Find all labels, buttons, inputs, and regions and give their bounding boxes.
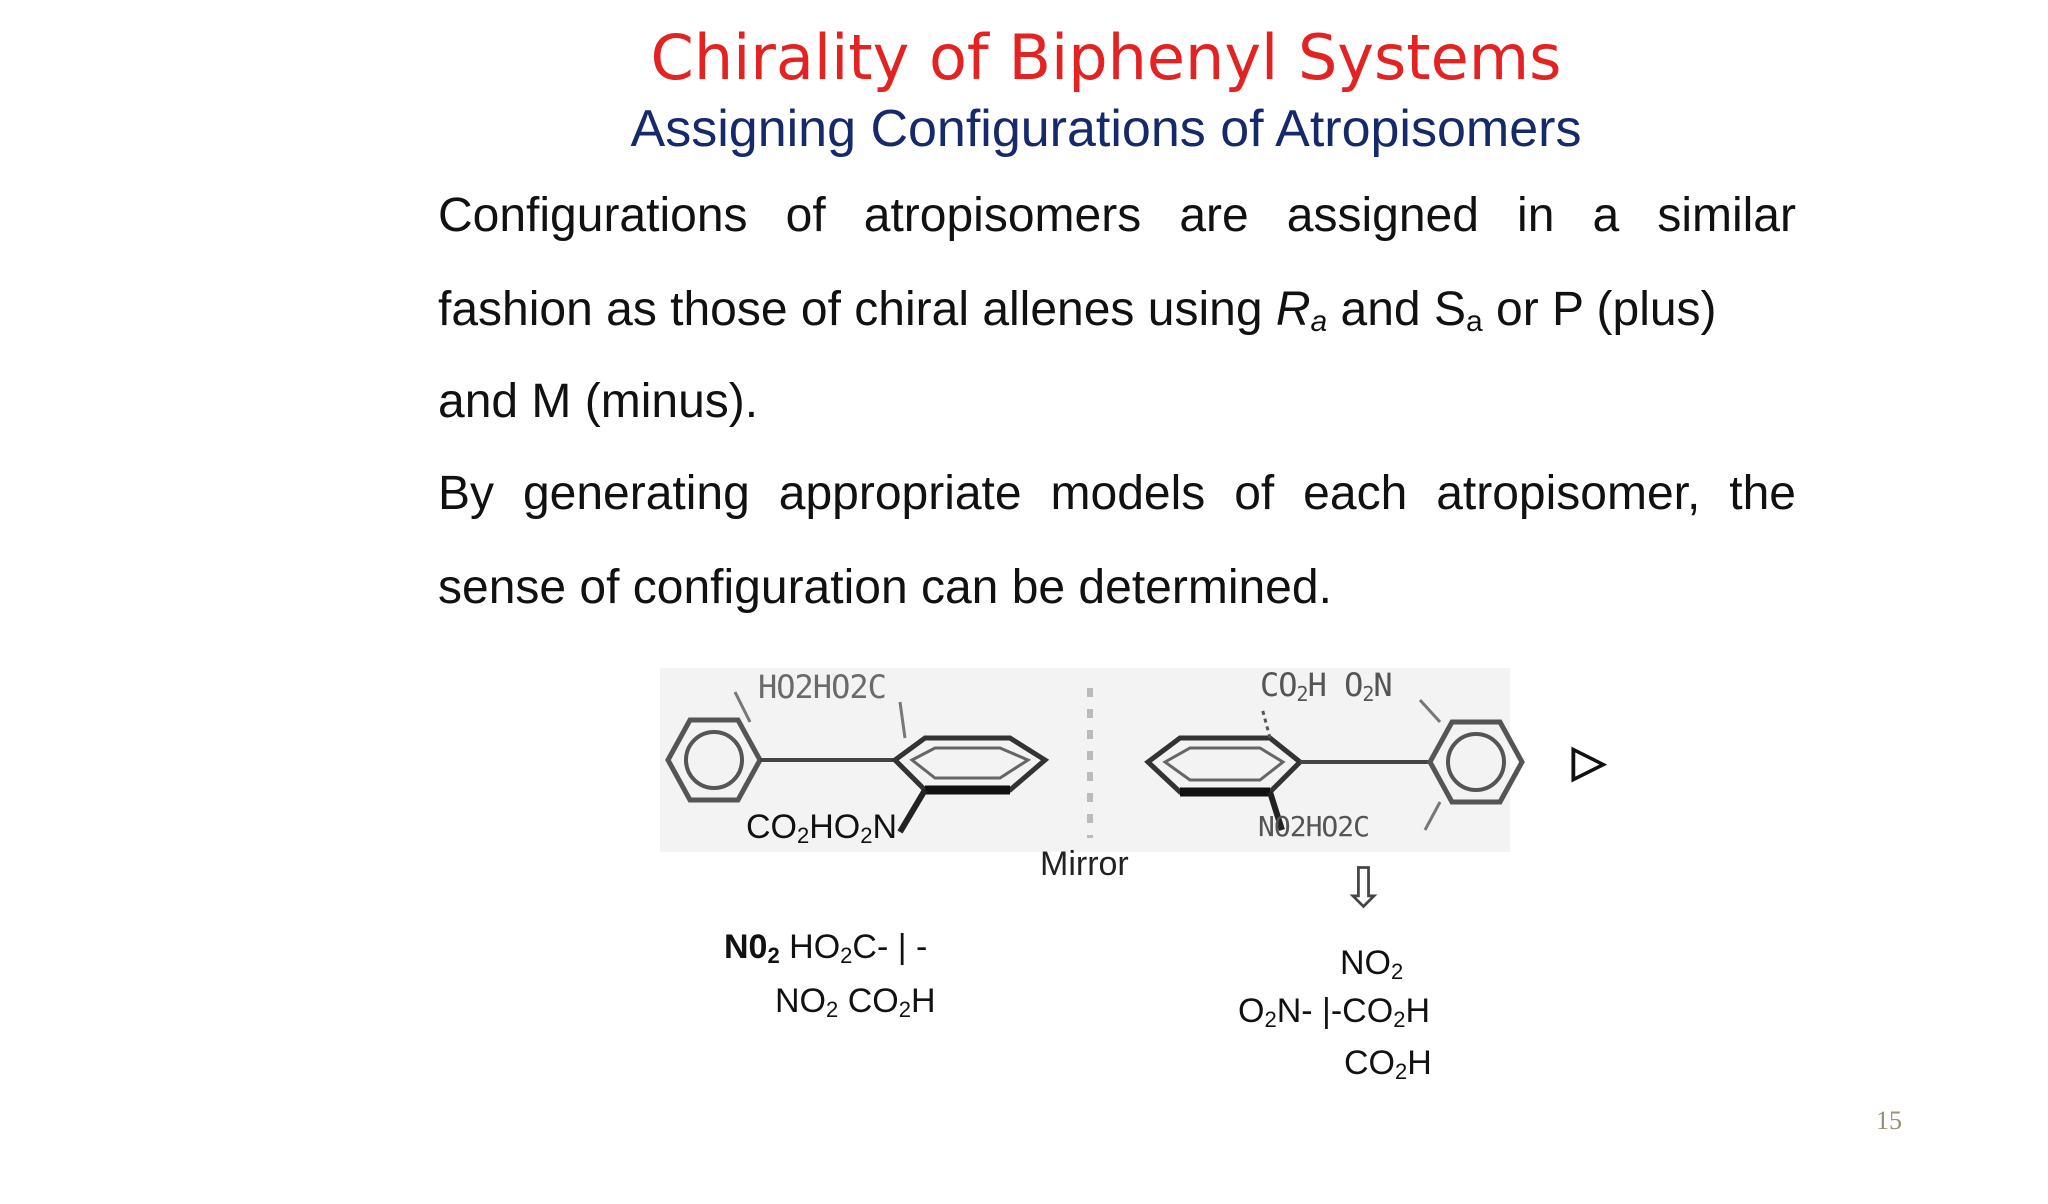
label-part: CO <box>1260 666 1298 704</box>
projection-part: C <box>852 928 877 966</box>
right-ring-b <box>1427 719 1525 805</box>
left-upper-substituent <box>733 691 752 723</box>
projection-part: H <box>910 982 936 1020</box>
word: atropisomers <box>863 189 1142 242</box>
word: a <box>1592 189 1620 242</box>
projection-part: NO <box>1340 944 1391 982</box>
paragraph2-line2: sense of configuration can be determined… <box>438 561 1332 614</box>
right-ring-substituent-top <box>1418 698 1442 724</box>
right-ring-substituent-bottom <box>1423 801 1442 831</box>
projection-sub: 2 <box>840 943 853 968</box>
projection-part: H <box>1405 992 1430 1030</box>
right-top-label: CO2H O2N <box>1260 666 1393 706</box>
left-top-label: HO2HO2C <box>758 668 887 706</box>
line2-lead: fashion as those of chiral allenes using <box>438 283 1276 336</box>
label-sub: 2 <box>1362 682 1374 706</box>
left-lower-substituent <box>898 701 907 739</box>
left-projection-row1: N02 HO2C- | - <box>724 928 928 968</box>
mirror-label: Mirror <box>1040 845 1129 883</box>
projection-part: N- |-CO <box>1276 992 1394 1030</box>
line2-mid: and S <box>1327 283 1466 336</box>
projection-sub: 2 <box>898 997 911 1022</box>
label-part: H O <box>1307 666 1364 704</box>
word: atropisomer, <box>1436 467 1701 520</box>
word: Configurations <box>438 189 748 242</box>
projection-part: H <box>1407 1044 1432 1082</box>
projection-part: HO <box>779 928 841 966</box>
projection-sub: 2 <box>1393 1007 1406 1032</box>
projection-sub: 2 <box>826 997 839 1022</box>
word: generating <box>522 467 750 520</box>
projection-part: - | - <box>876 928 928 966</box>
left-projection-row2: NO2 CO2H <box>775 982 936 1022</box>
projection-part: CO <box>1344 1044 1395 1082</box>
word: the <box>1729 467 1796 520</box>
projection-part: CO <box>838 982 899 1020</box>
ra-subscript: a <box>1310 305 1328 338</box>
ra-base: R <box>1275 283 1311 336</box>
paragraph1-line3: and M (minus). <box>438 375 759 428</box>
eye-viewpoint-icon: ▷ <box>1572 737 1606 786</box>
word: By <box>438 467 495 520</box>
word: appropriate <box>778 467 1022 520</box>
paragraph2-line1: By generating appropriate models of each… <box>438 466 1796 521</box>
word: of <box>1234 467 1275 520</box>
projection-sub: 2 <box>1395 1059 1408 1084</box>
left-ring-a <box>665 717 763 803</box>
left-ring-b <box>891 735 1050 834</box>
label-part: HO <box>809 808 861 846</box>
left-bottom-label: CO2HO2N <box>746 808 898 848</box>
projection-bold: N0 <box>724 928 768 966</box>
word: assigned <box>1286 189 1479 242</box>
line2-tail: or P (plus) <box>1482 283 1717 336</box>
word: similar <box>1657 189 1796 242</box>
word: in <box>1517 189 1555 242</box>
paragraph1-line1: Configurations of atropisomers are assig… <box>438 188 1796 243</box>
projection-sub: 2 <box>767 943 780 968</box>
right-projection-middle: O2N- |-CO2H <box>1238 992 1430 1032</box>
slide-subtitle: Assigning Configurations of Atropisomers <box>630 100 1582 158</box>
right-projection-top: NO2 <box>1340 944 1404 984</box>
projection-part: NO <box>775 982 826 1020</box>
word: each <box>1303 467 1408 520</box>
projection-sub: 2 <box>1391 959 1404 984</box>
label-part: N <box>872 808 898 846</box>
sa-subscript: a <box>1465 305 1483 338</box>
page-number: 15 <box>1876 1106 1902 1135</box>
label-part: CO <box>746 808 797 846</box>
slide-title: Chirality of Biphenyl Systems <box>650 21 1562 94</box>
down-arrow-icon: ⇩ <box>1340 856 1387 919</box>
word: models <box>1050 467 1206 520</box>
label-sub: 2 <box>797 823 810 848</box>
word: of <box>785 189 826 242</box>
word: are <box>1179 189 1249 242</box>
projection-sub: 2 <box>1264 1007 1277 1032</box>
paragraph1-line2: fashion as those of chiral allenes using… <box>438 282 1796 338</box>
label-sub: 2 <box>860 823 873 848</box>
projection-part: O <box>1238 992 1265 1030</box>
right-bottom-label: NO2HO2C <box>1258 810 1370 843</box>
right-projection-bottom: CO2H <box>1344 1044 1432 1084</box>
ra-symbol: Ra <box>1275 283 1328 338</box>
label-part: N <box>1373 666 1392 704</box>
label-sub: 2 <box>1296 682 1309 706</box>
